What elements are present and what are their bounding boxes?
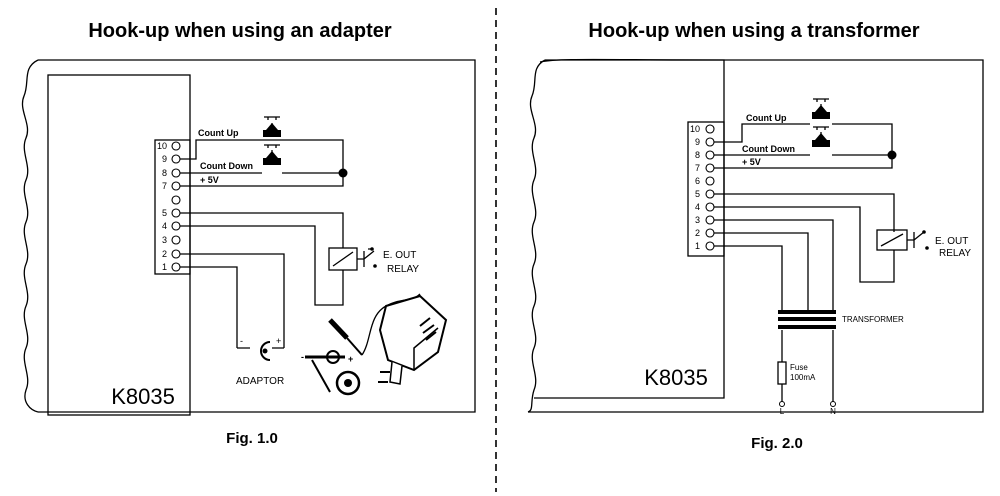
terminal-n xyxy=(830,401,836,407)
left-title: Hook-up when using an adapter xyxy=(88,20,392,42)
right-pin-terminals xyxy=(705,124,715,251)
terminal-l xyxy=(779,401,785,407)
pin-label: 4 xyxy=(695,202,700,212)
adapter-plug-illustration: - + xyxy=(301,293,448,396)
left-caption: Fig. 1.0 xyxy=(226,430,278,447)
left-relay-label-1: E. OUT xyxy=(383,250,416,261)
transformer-symbol xyxy=(778,310,836,329)
right-button-count-down xyxy=(812,126,830,147)
fuse-label-1: Fuse xyxy=(790,363,808,372)
right-pin-labels: 10 9 8 7 6 5 4 3 2 1 xyxy=(690,124,700,251)
left-jack-plus: + xyxy=(276,336,281,346)
right-relay-label-1: E. OUT xyxy=(935,236,968,247)
right-relay xyxy=(876,229,929,251)
pin-label: 3 xyxy=(162,235,167,245)
pin-label: 9 xyxy=(162,154,167,164)
left-relay xyxy=(328,247,377,271)
right-torn-edge xyxy=(527,59,546,413)
pin-label: 7 xyxy=(695,163,700,173)
right-wiring xyxy=(714,123,897,402)
left-diagram: Hook-up when using an adapter K8035 10 9… xyxy=(21,20,476,447)
pin-label: 8 xyxy=(162,168,167,178)
right-frame xyxy=(528,59,984,413)
left-board-label: K8035 xyxy=(111,384,175,409)
right-title: Hook-up when using a transformer xyxy=(588,20,919,42)
pin-label: 2 xyxy=(162,249,167,259)
left-count-up-label: Count Up xyxy=(198,128,239,138)
pin-label: 6 xyxy=(695,176,700,186)
right-board-label: K8035 xyxy=(644,365,708,390)
pin-label: 10 xyxy=(690,124,700,134)
right-plus5v-label: + 5V xyxy=(742,157,761,167)
terminal-n-label: N xyxy=(830,407,836,416)
terminal-l-label: L xyxy=(780,407,785,416)
left-adaptor-label: ADAPTOR xyxy=(236,376,284,387)
right-relay-label-2: RELAY xyxy=(939,248,971,259)
right-count-down-label: Count Down xyxy=(742,144,795,154)
pin-label: 5 xyxy=(695,189,700,199)
left-pin-labels: 10 9 8 7 5 4 3 2 1 xyxy=(157,141,167,272)
left-torn-edge xyxy=(21,59,39,413)
transformer-label: TRANSFORMER xyxy=(842,315,904,324)
right-board xyxy=(534,58,725,399)
pin-label: 3 xyxy=(695,215,700,225)
left-count-down-label: Count Down xyxy=(200,161,253,171)
pin-label: 10 xyxy=(157,141,167,151)
left-pin-terminals xyxy=(171,141,181,272)
left-wiring xyxy=(180,139,348,348)
pin-label: 7 xyxy=(162,181,167,191)
left-adaptor-jack: - + xyxy=(237,336,284,361)
pin-label: 9 xyxy=(695,137,700,147)
left-button-count-up xyxy=(262,116,282,141)
left-button-count-down xyxy=(263,144,281,165)
right-count-up-label: Count Up xyxy=(746,113,787,123)
fuse-symbol xyxy=(777,361,787,385)
right-connector xyxy=(687,121,725,257)
right-button-count-up xyxy=(812,98,830,119)
right-diagram: Hook-up when using a transformer K8035 1… xyxy=(527,20,984,452)
left-frame xyxy=(38,59,476,413)
pin-label: 5 xyxy=(162,208,167,218)
fuse-label-2: 100mA xyxy=(790,373,816,382)
left-connector xyxy=(154,139,191,275)
pin-label: 8 xyxy=(695,150,700,160)
pin-label: 1 xyxy=(162,262,167,272)
pin-label: 2 xyxy=(695,228,700,238)
pin-label: 1 xyxy=(695,241,700,251)
right-caption: Fig. 2.0 xyxy=(751,435,803,452)
left-plus5v-label: + 5V xyxy=(200,175,219,185)
svg-text:-: - xyxy=(301,352,304,362)
left-jack-minus: - xyxy=(240,336,243,346)
left-relay-label-2: RELAY xyxy=(387,264,419,275)
svg-text:+: + xyxy=(348,354,353,364)
pin-label: 4 xyxy=(162,221,167,231)
left-board xyxy=(47,74,191,416)
